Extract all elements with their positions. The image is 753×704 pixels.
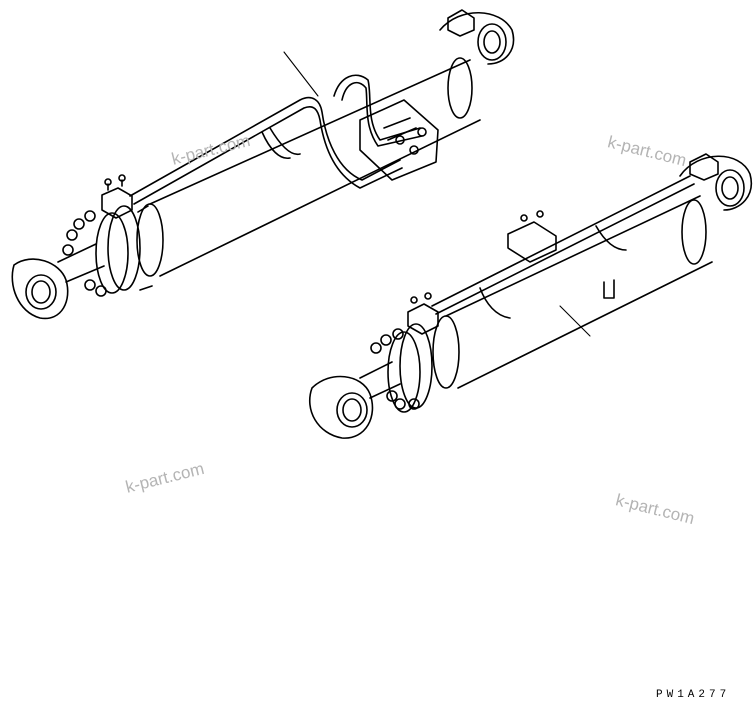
lower-bottom-eye bbox=[679, 153, 753, 265]
upper-mount-block bbox=[101, 174, 133, 219]
lower-cylinder-assembly bbox=[308, 153, 753, 439]
lower-hydraulic-pipe bbox=[431, 175, 695, 315]
lower-pipe-clamp bbox=[507, 210, 615, 299]
upper-pipe-bracket bbox=[359, 99, 439, 181]
upper-leader-line bbox=[283, 51, 319, 97]
lower-head-flange bbox=[370, 315, 460, 413]
upper-rod-end-eye bbox=[11, 258, 69, 320]
lower-cylinder-tube bbox=[445, 195, 713, 389]
upper-head-flange bbox=[62, 203, 164, 297]
upper-cylinder-tube bbox=[149, 59, 481, 277]
lower-mount-block bbox=[407, 292, 439, 335]
drawing-code: PW1A277 bbox=[656, 689, 731, 701]
lower-rod-end-eye bbox=[308, 375, 374, 439]
upper-bottom-eye bbox=[439, 9, 515, 119]
upper-cylinder-assembly bbox=[11, 9, 515, 320]
lower-leader-line bbox=[559, 305, 591, 337]
upper-hydraulic-pipes bbox=[129, 74, 423, 205]
